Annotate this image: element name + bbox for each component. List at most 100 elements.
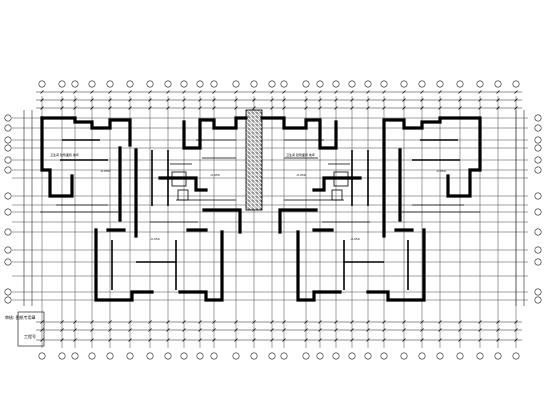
axis-bubble-bottom xyxy=(196,352,204,360)
dimension-tick xyxy=(438,98,442,102)
axis-bubble-bottom xyxy=(302,352,310,360)
dimension-tick xyxy=(166,106,170,110)
dimension-tick xyxy=(148,320,152,324)
dimension-tick xyxy=(402,98,406,102)
dimension-tick xyxy=(478,98,482,102)
dimension-tick xyxy=(334,90,338,94)
dimension-tick xyxy=(366,90,370,94)
dimension-tick xyxy=(198,106,202,110)
axis-bubble-bottom xyxy=(332,352,340,360)
dimension-tick xyxy=(496,106,500,110)
dimension-tick xyxy=(318,338,322,342)
room-note: 卫生间 建筑面积 地坪 xyxy=(286,152,315,157)
dimension-tick xyxy=(270,90,274,94)
axis-bubble-top xyxy=(302,80,310,88)
dimension-tick xyxy=(270,338,274,342)
axis-bubble-top xyxy=(418,80,426,88)
axis-bubble-top xyxy=(180,80,188,88)
level-labels: -0.050 -0.050 -0.050 -0.050 -0.050 -0.05… xyxy=(50,152,446,241)
approval-stamp: 审核: 图纸专用章 工程号 xyxy=(5,311,45,347)
dimension-tick xyxy=(182,320,186,324)
dimension-tick xyxy=(40,98,44,102)
axis-bubble-left xyxy=(4,144,12,152)
axis-bubble-bottom xyxy=(418,352,426,360)
dimension-tick xyxy=(212,98,216,102)
axis-bubble-bottom xyxy=(71,352,79,360)
dimension-tick xyxy=(514,106,518,110)
dimension-tick xyxy=(270,328,274,332)
dimension-tick xyxy=(478,320,482,324)
dimension-tick xyxy=(166,320,170,324)
axis-bubble-right xyxy=(534,208,542,216)
dimension-tick xyxy=(40,328,44,332)
axis-bubble-top xyxy=(436,80,444,88)
level-label: -0.050 xyxy=(296,173,306,177)
axis-bubble-bottom xyxy=(400,352,408,360)
dimension-tick xyxy=(402,90,406,94)
axis-bubble-right xyxy=(534,192,542,200)
axis-bubble-left xyxy=(4,288,12,296)
dimension-tick xyxy=(478,338,482,342)
dimension-tick xyxy=(420,106,424,110)
dimension-tick xyxy=(166,98,170,102)
level-label: -0.050 xyxy=(436,169,446,173)
dimension-tick xyxy=(458,90,462,94)
axis-bubble-right xyxy=(534,296,542,304)
axis-bubble-top xyxy=(106,80,114,88)
dimension-tick xyxy=(350,338,354,342)
axis-bubble-top xyxy=(232,80,240,88)
dimension-tick xyxy=(90,338,94,342)
axis-bubble-bottom xyxy=(494,352,502,360)
dimension-tick xyxy=(458,106,462,110)
dimension-tick xyxy=(496,90,500,94)
axis-bubble-bottom xyxy=(126,352,134,360)
dimension-tick xyxy=(350,328,354,332)
axis-bubble-right xyxy=(534,166,542,174)
dimension-tick xyxy=(282,98,286,102)
dimension-tick xyxy=(234,328,238,332)
axis-bubble-right xyxy=(534,136,542,144)
dimension-tick xyxy=(60,320,64,324)
dimension-tick xyxy=(458,98,462,102)
axis-bubble-top xyxy=(88,80,96,88)
axis-bubble-top xyxy=(268,80,276,88)
axis-bubble-left xyxy=(4,192,12,200)
dimension-tick xyxy=(318,98,322,102)
unit-left-walls xyxy=(40,116,248,302)
axis-bubble-bottom xyxy=(250,352,258,360)
axis-bubble-top xyxy=(196,80,204,88)
dimension-tick xyxy=(366,98,370,102)
dimension-tick xyxy=(234,90,238,94)
dimension-tick xyxy=(198,98,202,102)
axis-bubble-top xyxy=(316,80,324,88)
axis-bubble-left xyxy=(4,156,12,164)
axis-bubble-left xyxy=(4,124,12,132)
axis-bubble-right xyxy=(534,288,542,296)
dimension-tick xyxy=(478,90,482,94)
axis-bubble-top xyxy=(348,80,356,88)
axis-bubble-top xyxy=(400,80,408,88)
axis-bubble-bottom xyxy=(58,352,66,360)
dimension-tick xyxy=(252,320,256,324)
dimension-tick xyxy=(128,338,132,342)
dimension-tick xyxy=(252,90,256,94)
dimension-tick xyxy=(148,106,152,110)
axis-bubble-top xyxy=(380,80,388,88)
dimension-tick xyxy=(40,106,44,110)
dimension-tick xyxy=(318,328,322,332)
axis-bubble-bottom xyxy=(456,352,464,360)
dimension-tick xyxy=(350,98,354,102)
axis-bubbles xyxy=(4,80,542,360)
dimension-tick xyxy=(182,338,186,342)
dimension-tick xyxy=(514,90,518,94)
dimension-tick xyxy=(478,328,482,332)
axis-bubble-bottom xyxy=(348,352,356,360)
dimension-tick xyxy=(282,328,286,332)
axis-bubble-top xyxy=(364,80,372,88)
level-label: -0.050 xyxy=(150,237,160,241)
dimension-tick xyxy=(212,328,216,332)
dimension-tick xyxy=(252,98,256,102)
axis-bubble-top xyxy=(476,80,484,88)
axis-bubble-right xyxy=(534,156,542,164)
